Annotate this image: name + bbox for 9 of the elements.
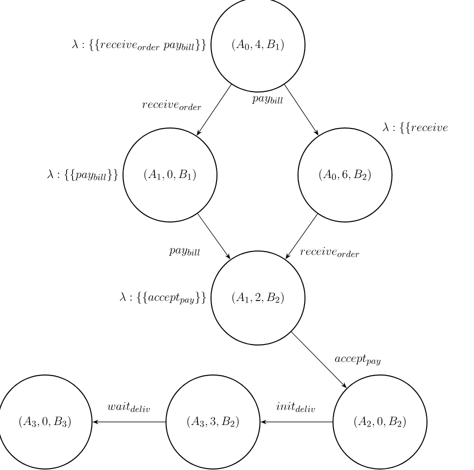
edge-label: $receive_{order}$ xyxy=(140,99,204,111)
edge-label: $wait_{deliv}$ xyxy=(106,401,152,413)
state-label: $\lambda : \{\{accept_{pay}\}\}$ xyxy=(120,292,206,304)
edge-label: $init_{deliv}$ xyxy=(275,401,317,413)
edge-label: $pay_{bill}$ xyxy=(251,95,285,105)
edge-label: $pay_{bill}$ xyxy=(168,247,202,257)
state-label: $\lambda : \{\{pay_{bill}\}\}$ xyxy=(47,168,118,181)
state-label: $\lambda : \{\{receive_{order}\ pay_{bill}\}\}$ xyxy=(72,38,206,51)
edge-label: $accept_{pay}$ xyxy=(334,354,382,366)
